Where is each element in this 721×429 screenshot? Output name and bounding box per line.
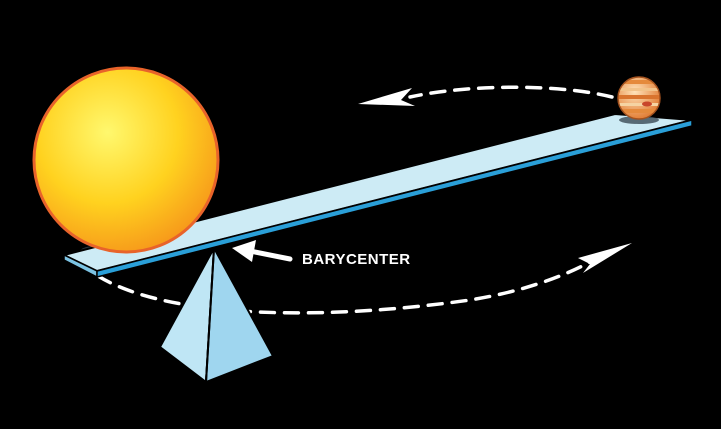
barycenter-label: BARYCENTER xyxy=(302,251,411,268)
fulcrum xyxy=(158,244,275,384)
sun xyxy=(32,66,220,254)
seesaw-beam xyxy=(61,112,693,279)
barycenter-arrow xyxy=(232,240,293,262)
orbit-arc-bottom xyxy=(96,260,592,315)
orbit-arrowhead-top xyxy=(358,88,415,106)
planet-shadow xyxy=(619,116,659,124)
orbit-arrowhead-bottom xyxy=(578,243,632,273)
planet xyxy=(617,76,661,120)
orbit-arc-top xyxy=(408,85,614,99)
